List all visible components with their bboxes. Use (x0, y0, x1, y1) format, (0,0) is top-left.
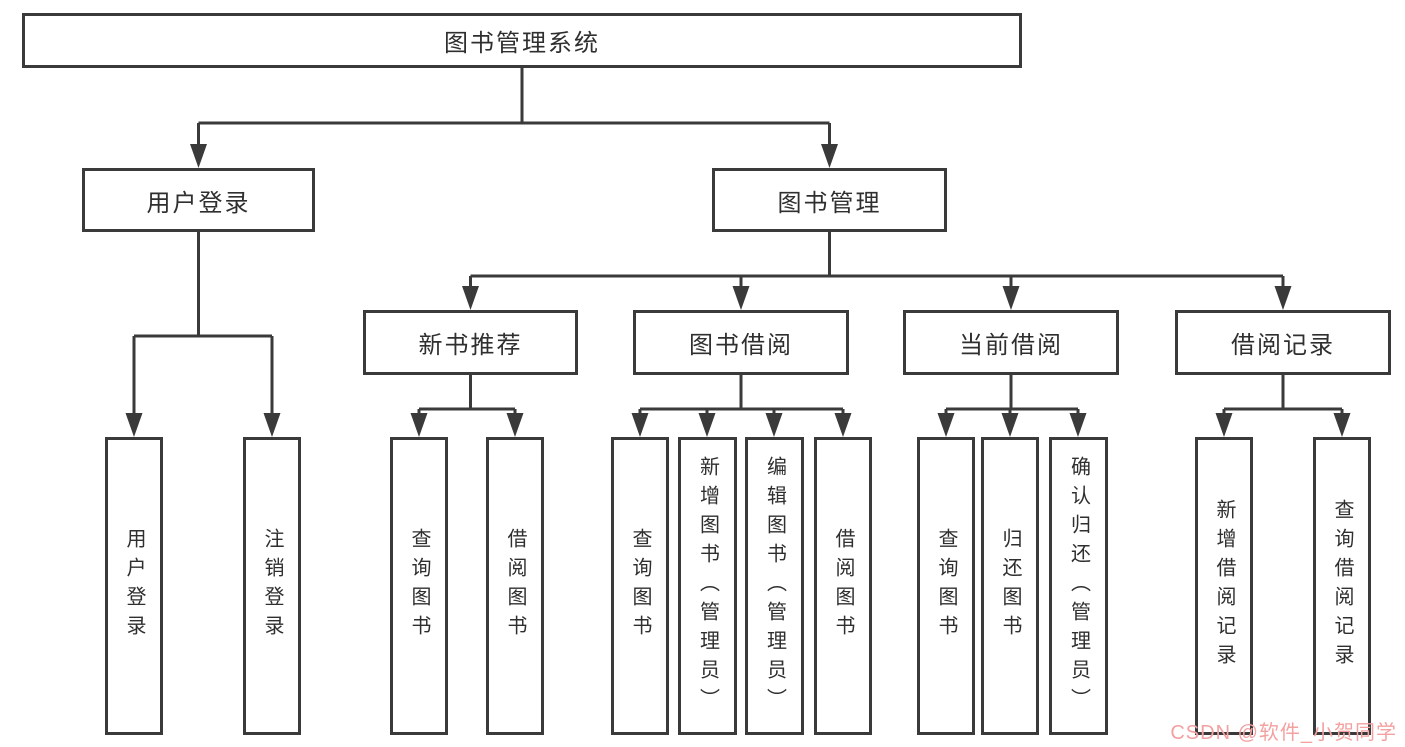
arrow-down-icon (631, 413, 649, 437)
connector-login-to-leaves (125, 232, 281, 437)
leaf-edit-books-admin: 编辑图书（管理员） (745, 437, 804, 735)
connector-manage-to-level3 (462, 232, 1292, 310)
connector-bookborrow-to-leaves (631, 375, 852, 437)
watermark: CSDN @软件_小贺同学 (1170, 722, 1397, 744)
arrow-down-icon (263, 413, 281, 437)
arrow-down-icon (1069, 413, 1087, 437)
arrow-down-icon (125, 413, 143, 437)
node-label: 用户登录 (123, 528, 145, 644)
leaf-query-books: 查询图书 (390, 437, 448, 735)
arrow-down-icon (1333, 413, 1351, 437)
node-book-management: 图书管理 (712, 168, 947, 232)
arrow-down-icon (410, 413, 428, 437)
connector-newbook-to-leaves (410, 375, 524, 437)
node-label: 借阅记录 (1231, 332, 1335, 359)
arrow-down-icon (506, 413, 524, 437)
arrow-down-icon (765, 413, 783, 437)
node-label: 新增图书（管理员） (696, 455, 719, 717)
node-label: 用户登录 (146, 189, 251, 217)
leaf-confirm-return-admin: 确认归还（管理员） (1049, 437, 1108, 735)
leaf-query-books: 查询图书 (611, 437, 669, 735)
leaf-user-login: 用户登录 (105, 437, 163, 735)
connector-currentborrow-to-leaves (937, 375, 1087, 437)
connector-root-to-level2 (190, 68, 838, 168)
arrow-down-icon (1002, 286, 1020, 310)
leaf-return-books: 归还图书 (981, 437, 1039, 735)
node-label: 查询图书 (935, 528, 957, 644)
node-label: 借阅图书 (504, 528, 526, 644)
node-label: 编辑图书（管理员） (763, 455, 786, 717)
arrow-down-icon (1274, 286, 1292, 310)
node-label: 查询图书 (629, 528, 651, 644)
leaf-query-books: 查询图书 (917, 437, 975, 735)
arrow-down-icon (937, 413, 955, 437)
node-book-borrowing: 图书借阅 (633, 310, 849, 375)
node-label: 当前借阅 (959, 332, 1063, 359)
node-borrowing-records: 借阅记录 (1175, 310, 1391, 375)
leaf-query-borrow-record: 查询借阅记录 (1313, 437, 1371, 735)
arrow-down-icon (834, 413, 852, 437)
node-new-book-recommend: 新书推荐 (363, 310, 578, 375)
arrow-down-icon (698, 413, 716, 437)
node-label: 图书管理系统 (444, 30, 600, 57)
arrow-down-icon (732, 286, 750, 310)
leaf-logout: 注销登录 (243, 437, 301, 735)
arrow-down-icon (1215, 413, 1233, 437)
node-label: 确认归还（管理员） (1067, 455, 1090, 717)
leaf-add-borrow-record: 新增借阅记录 (1195, 437, 1253, 735)
node-label: 注销登录 (261, 528, 283, 644)
node-label: 借阅图书 (832, 528, 854, 644)
arrow-down-icon (462, 286, 479, 310)
node-label: 查询图书 (408, 528, 430, 644)
node-user-login: 用户登录 (82, 168, 315, 232)
node-current-borrowing: 当前借阅 (903, 310, 1119, 375)
arrow-down-icon (1001, 413, 1019, 437)
node-library-management-system: 图书管理系统 (22, 13, 1022, 68)
node-label: 图书管理 (777, 189, 882, 217)
node-label: 归还图书 (999, 528, 1021, 644)
leaf-add-books-admin: 新增图书（管理员） (678, 437, 737, 735)
arrow-down-icon (190, 144, 207, 168)
leaf-borrow-books: 借阅图书 (486, 437, 544, 735)
leaf-borrow-books: 借阅图书 (814, 437, 872, 735)
connector-records-to-leaves (1215, 375, 1351, 437)
node-label: 新增借阅记录 (1213, 499, 1235, 673)
node-label: 查询借阅记录 (1331, 499, 1353, 673)
node-label: 新书推荐 (418, 332, 523, 359)
node-label: 图书借阅 (689, 332, 793, 359)
arrow-down-icon (821, 144, 838, 168)
